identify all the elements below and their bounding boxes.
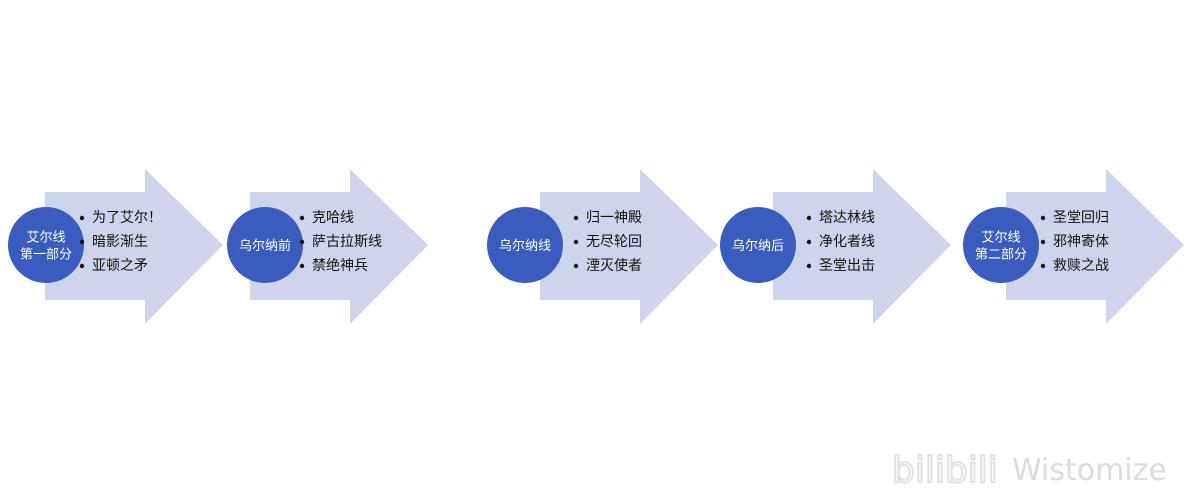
bullet-dot <box>573 239 579 245</box>
watermark-logo: bilibili <box>892 450 998 490</box>
stage-item: 禁绝神兵 <box>312 258 368 274</box>
bullet-dot <box>299 263 305 269</box>
stage-item: 圣堂回归 <box>1053 209 1109 226</box>
stage-item: 邪神寄体 <box>1053 233 1109 250</box>
stage-title: 艾尔线 <box>26 231 65 246</box>
stage-title: 乌尔纳线 <box>499 238 551 254</box>
bullet-dot <box>299 239 305 245</box>
stage-item: 无尽轮回 <box>586 234 642 250</box>
stage-arrow <box>540 169 718 324</box>
stage-circle <box>963 207 1039 283</box>
stage-item: 净化者线 <box>819 234 875 250</box>
stage-item: 萨古拉斯线 <box>312 234 382 250</box>
stage-item: 归一神殿 <box>586 209 642 226</box>
stage-title: 第一部分 <box>20 248 72 263</box>
stage-item: 暗影渐生 <box>92 234 148 250</box>
stage-arrow <box>45 169 223 324</box>
watermark: bilibili Wistomize <box>891 449 1167 490</box>
stage-item: 克哈线 <box>312 210 354 226</box>
bullet-dot <box>79 239 85 245</box>
bullet-dot <box>806 239 812 245</box>
stage-circle <box>227 207 303 283</box>
stage-item: 圣堂出击 <box>819 258 875 274</box>
stage-item: 湮灭使者 <box>586 257 642 274</box>
bullet-dot <box>1040 239 1046 245</box>
bullet-dot <box>79 263 85 269</box>
stage-title: 乌尔纳后 <box>732 238 784 254</box>
bullet-dot <box>1040 215 1046 221</box>
bullet-dot <box>79 215 85 221</box>
stage-item: 亚顿之矛 <box>92 258 148 274</box>
stage-title: 第二部分 <box>975 248 1027 263</box>
stage-circle <box>487 207 563 283</box>
stage-item: 塔达林线 <box>819 210 875 226</box>
bullet-dot <box>299 215 305 221</box>
stage-arrow <box>250 169 428 324</box>
stage-item: 为了艾尔！ <box>92 210 162 226</box>
bullet-dot <box>573 263 579 269</box>
stage-title: 艾尔线 <box>981 231 1020 246</box>
stage-item: 救赎之战 <box>1053 257 1109 274</box>
bullet-dot <box>573 215 579 221</box>
stage-title: 乌尔纳前 <box>239 238 291 254</box>
bullet-dot <box>806 215 812 221</box>
bullet-dot <box>806 263 812 269</box>
stage-arrow <box>1006 169 1184 324</box>
watermark-name: Wistomize <box>1012 453 1167 488</box>
bullet-dot <box>1040 263 1046 269</box>
stage-arrow <box>773 169 951 324</box>
stage-circle <box>720 207 796 283</box>
stage-circle <box>8 207 84 283</box>
